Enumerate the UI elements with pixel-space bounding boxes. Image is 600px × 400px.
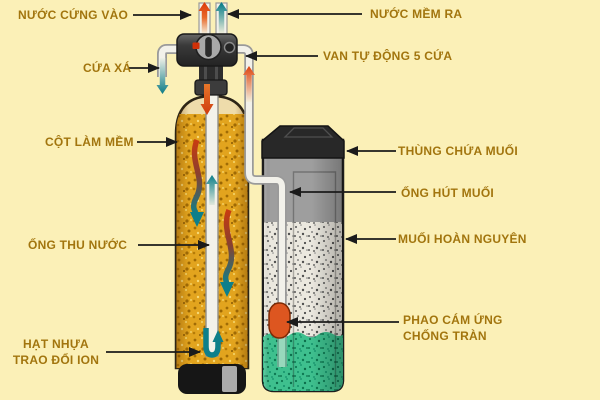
valve-indicator-light xyxy=(192,42,200,49)
downflow-wave-arrowhead-right xyxy=(220,282,234,297)
label-auto-valve: VAN TỰ ĐỘNG 5 CỨA xyxy=(323,49,453,63)
brine-tank xyxy=(261,125,345,393)
softener-column xyxy=(174,63,250,394)
label-ion-exchange-resin: HẠT NHỰA TRAO ĐỔI ION xyxy=(12,337,100,367)
label-soft-water-out: NƯỚC MỀM RA xyxy=(370,7,463,21)
downflow-wave-arrow-right xyxy=(222,208,235,285)
downflow-wave-arrowhead-left xyxy=(190,212,204,227)
label-brine-suction-tube: ỐNG HÚT MUỐI xyxy=(401,186,494,200)
label-regeneration-salt: MUỐI HOÀN NGUYÊN xyxy=(398,232,527,246)
brine-pipe-submerged-tint xyxy=(277,338,287,368)
label-water-collection-tube: ỐNG THU NƯỚC xyxy=(28,238,128,252)
valve-neck-highlight-2 xyxy=(215,64,218,82)
valve-dial-slot xyxy=(205,37,212,57)
riser-up-arrow xyxy=(206,175,218,205)
brine-pipe xyxy=(234,46,285,367)
control-valve xyxy=(176,2,238,115)
column-base-stripe xyxy=(222,366,237,392)
u-turn-arrowhead xyxy=(212,330,224,342)
valve-neck-highlight-1 xyxy=(204,64,207,82)
brine-tank-lid xyxy=(261,125,345,159)
label-overflow-float: PHAO CÁM ỨNG CHỐNG TRÀN xyxy=(403,313,503,343)
pipes xyxy=(156,44,287,368)
pointer-lines xyxy=(106,9,399,357)
drain-flow-arrow xyxy=(156,58,169,94)
label-softening-column: CỘT LÀM MỀM xyxy=(45,135,134,149)
valve-knob xyxy=(223,41,236,54)
valve-collar xyxy=(194,79,228,96)
flow-arrows xyxy=(190,138,235,358)
label-drain-port: CỨA XÁ xyxy=(83,61,132,75)
drain-pipe xyxy=(158,45,179,77)
label-hard-water-in: NƯỚC CỨNG VÀO xyxy=(18,8,129,22)
inflow-down-arrow xyxy=(200,84,214,115)
label-salt-tank: THÙNG CHỨA MUỐI xyxy=(398,144,518,158)
soft-water-arrow xyxy=(215,2,228,34)
hard-water-arrow xyxy=(198,2,211,34)
downflow-wave-arrow-left xyxy=(190,138,203,215)
brine-flow-arrow xyxy=(243,66,255,102)
u-turn-arrow xyxy=(203,328,221,358)
overflow-float xyxy=(268,302,291,339)
brine-tank-lid-inner xyxy=(283,127,334,138)
